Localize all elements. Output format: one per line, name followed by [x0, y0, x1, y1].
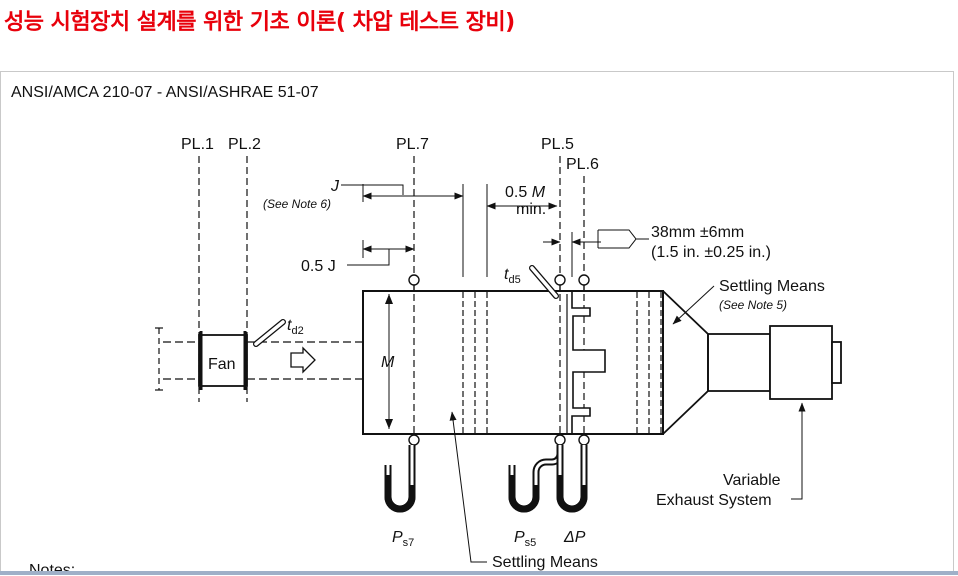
settling-screens-inlet — [462, 292, 488, 433]
manometer-delta-p — [556, 445, 588, 513]
dim-m-label: M — [381, 354, 395, 371]
dim-half-j-label: 0.5 J — [301, 258, 336, 275]
page-title: 성능 시험장치 설계를 위한 기초 이론( 차압 테스트 장비) — [4, 10, 515, 35]
ps5-label: Ps5 — [514, 529, 536, 549]
flow-arrow-icon — [290, 346, 316, 374]
settling-screens-outlet — [636, 292, 662, 433]
see-note-6: (See Note 6) — [263, 197, 331, 211]
manometer-ps7 — [384, 445, 416, 513]
variable-label: Variable — [723, 472, 781, 489]
standard-heading: ANSI/AMCA 210-07 - ANSI/ASHRAE 51-07 — [11, 84, 319, 101]
settling-means-bottom-label: Settling Means — [492, 554, 598, 571]
plane-label-pl1: PL.1 — [181, 136, 214, 153]
test-chamber — [362, 290, 664, 435]
delta-p-label: ΔP — [563, 529, 586, 546]
bottom-rule — [0, 571, 958, 575]
exhaust-system-label: Exhaust System — [656, 492, 772, 509]
manometer-ps5 — [508, 445, 564, 513]
nozzle-plate — [571, 291, 606, 434]
pressure-taps-top — [408, 274, 590, 286]
dim-gap-mm-label: 38mm ±6mm — [651, 224, 744, 241]
fan-unit: Fan — [198, 331, 248, 390]
test-setup-diagram: ANSI/AMCA 210-07 - ANSI/ASHRAE 51-07 PL.… — [11, 84, 842, 576]
plane-label-pl2: PL.2 — [228, 136, 261, 153]
plane-label-pl7: PL.7 — [396, 136, 429, 153]
variable-exhaust-system — [769, 325, 833, 400]
ps7-label: Ps7 — [392, 529, 414, 549]
td2-label: td2 — [287, 317, 304, 337]
dim-gap-in-label: (1.5 in. ±0.25 in.) — [651, 244, 771, 261]
dim-half-m-label: 0.5 M — [505, 184, 546, 201]
dim-min-label: min. — [516, 201, 546, 218]
see-note-5: (See Note 5) — [719, 298, 787, 312]
inlet-duct — [155, 327, 363, 391]
plane-label-pl5: PL.5 — [541, 136, 574, 153]
pressure-taps-bottom — [408, 434, 590, 446]
td5-label: td5 — [504, 266, 521, 286]
fan-label: Fan — [208, 356, 236, 373]
figure-frame: ANSI/AMCA 210-07 - ANSI/ASHRAE 51-07 PL.… — [0, 71, 954, 576]
plane-label-pl6: PL.6 — [566, 156, 599, 173]
dim-j-label: J — [330, 178, 340, 195]
settling-means-top-label: Settling Means — [719, 278, 825, 295]
exhaust-duct — [707, 333, 771, 392]
